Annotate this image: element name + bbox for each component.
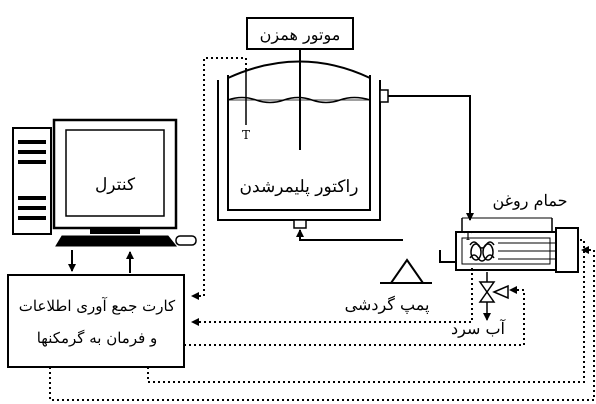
line-reactor-to-bath [388,95,474,221]
stirrer-motor-label: موتور همزن [260,25,341,44]
signal-bath-temp [191,268,473,326]
daq-card-label-line2: و فرمان به گرمکنها [37,329,158,347]
computer [12,118,197,247]
line-bath-to-pump [439,250,456,263]
reactor-thermocouple-label: T [242,128,250,142]
oil-bath-thermocouple-label: T [464,229,472,243]
circulation-pump [380,258,432,284]
computer-screen [65,129,165,217]
daq-card-box [7,274,185,368]
cold-water-valve [478,272,509,321]
signal-valve-control [184,286,525,346]
computer-screen-label: کنترل [95,175,136,195]
line-pump-to-reactor [296,229,403,241]
heating-coil [469,241,495,249]
signal-heater-control-1 [147,239,585,383]
oil-bath-label: حمام روغن [492,191,567,210]
computer-keyboard [55,235,178,247]
signal-reactor-temp [191,57,247,300]
reactor-label: راکتور پلیمرشدن [240,177,359,197]
daq-card-label-line1: کارت جمع آوری اطلاعات [19,297,176,315]
reactor-vessel [217,60,389,229]
circulation-pump-label: پمپ گردشی [345,295,430,314]
signal-heater-control-2 [49,246,595,401]
oil-bath [455,217,579,273]
